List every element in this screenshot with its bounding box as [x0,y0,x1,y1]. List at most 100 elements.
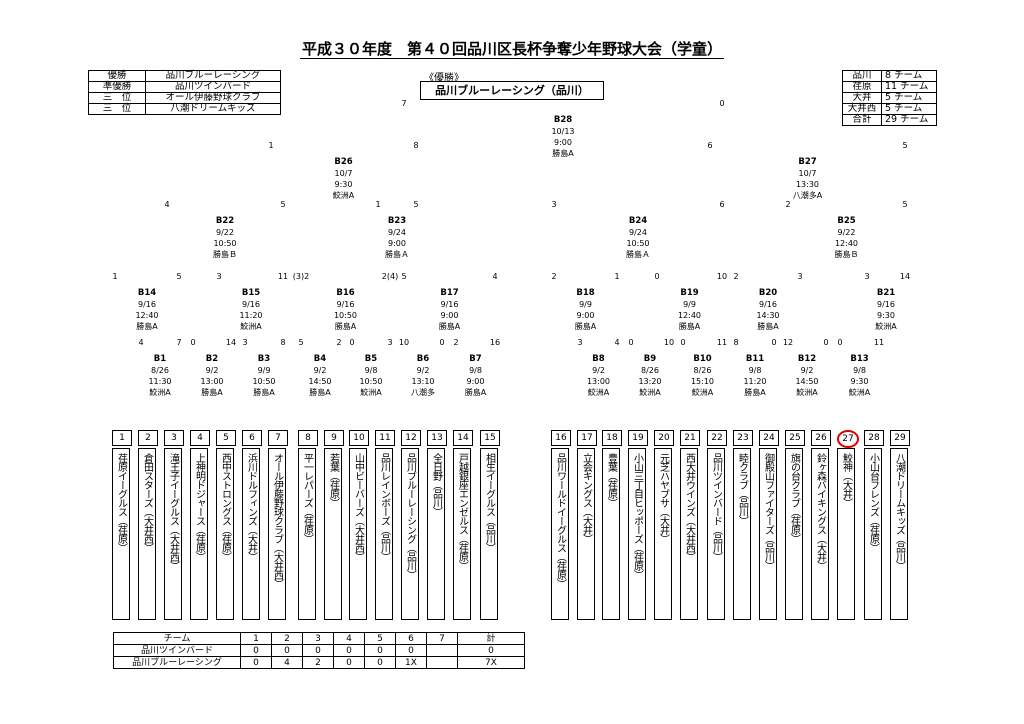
game-date: 9/24 [388,228,406,237]
game-venue: 鮫洲A [360,388,382,397]
team-name: 御殿山ファイターズ（品川） [759,448,777,620]
team-number: 16 [551,430,571,446]
team-name: 鈴ヶ森バイキングス（大井） [811,448,829,620]
score-left: 4 [164,200,170,209]
game-time: 12:40 [677,311,702,320]
game-date: 9/16 [138,300,156,309]
game-id: B16 [336,288,355,298]
result-team: 八潮ドリームキッズ [145,103,281,115]
game-id: B4 [313,354,327,364]
game-date: 9/8 [748,366,762,375]
game-date: 9/8 [469,366,482,375]
game-venue: 八潮多 [411,388,435,397]
team-number: 29 [890,430,910,446]
score-right: 6 [719,200,725,209]
game-venue: 鮫洲A [587,388,610,397]
score-left: 0 [349,338,355,347]
score-left: 0 [837,338,843,347]
score-right: 11 [277,272,289,281]
game-time: 11:30 [148,377,172,386]
game-venue: 鮫洲A [691,388,714,397]
game-venue: 勝島A [136,322,158,331]
team-number: 21 [680,430,700,446]
team-number: 5 [216,430,236,446]
team-name: 小山台フレンズ（荏原） [864,448,882,620]
score-cell: 0 [333,644,365,657]
team-name: 平一レパーズ（荏原） [298,448,316,620]
team-name: 旗の台クラブ（荏原） [785,448,803,620]
team-name: 若葉（荏原） [324,448,342,620]
team-name: 相生イーグルス（品川） [480,448,498,620]
score-left: 2 [453,338,459,347]
score-left: 3 [216,272,222,281]
score-right: 2 [336,338,342,347]
team-number: 28 [864,430,884,446]
score-cell: 0 [271,644,303,657]
game-date: 9/24 [629,228,647,237]
game-id: B24 [628,216,648,226]
game-id: B18 [576,288,595,298]
game-venue: 鮫洲A [639,388,661,397]
game-venue: 勝島A [334,322,357,331]
game-id: B9 [643,354,657,364]
game-time: 9:00 [576,311,595,320]
score-left: 2 [551,272,557,281]
score-right: 0 [439,338,445,347]
score-cell: 2 [302,656,334,669]
team-name: 西中ストロングス（荏原） [216,448,234,620]
game-id: B20 [758,288,778,298]
team-number: 14 [453,430,473,446]
game-id: B25 [837,216,856,226]
count-teams: 29 チーム [881,114,937,126]
game-time: 13:20 [638,377,662,386]
game-venue: 勝島A [678,322,701,331]
score-cell [426,644,458,657]
game-venue: 勝島Ｂ [213,250,237,259]
score-left: 4 [138,338,144,347]
score-right: 14 [225,338,237,347]
game-id: B8 [592,354,605,364]
team-name: 品川ブルーレーシング（品川） [401,448,419,620]
team-number: 12 [401,430,421,446]
game-venue: 勝島Ａ [626,250,650,259]
game-date: 9/22 [837,228,856,237]
game-date: 10/13 [551,127,575,136]
score-right: 3 [387,338,393,347]
team-number: 6 [242,430,262,446]
team-number: 10 [349,430,369,446]
score-header-cell: 5 [364,632,396,645]
game-venue: 勝島A [201,388,223,397]
score-right: 0 [823,338,829,347]
game-time: 9:00 [466,377,485,386]
score-left: 6 [707,141,713,150]
game-time: 13:00 [586,377,611,386]
score-right: 1 [614,272,620,281]
team-number: 13 [427,430,447,446]
score-left: 1 [375,200,381,209]
score-header-cell: チーム [113,632,241,645]
team-number: 26 [811,430,831,446]
game-time: 13:00 [200,377,224,386]
game-date: 9/16 [242,300,260,309]
team-number: 11 [375,430,395,446]
game-date: 9/9 [683,300,696,309]
game-venue: 八潮多A [792,191,823,200]
game-time: 9:00 [388,239,406,248]
score-left: 0 [680,338,686,347]
score-left: 1 [112,272,118,281]
